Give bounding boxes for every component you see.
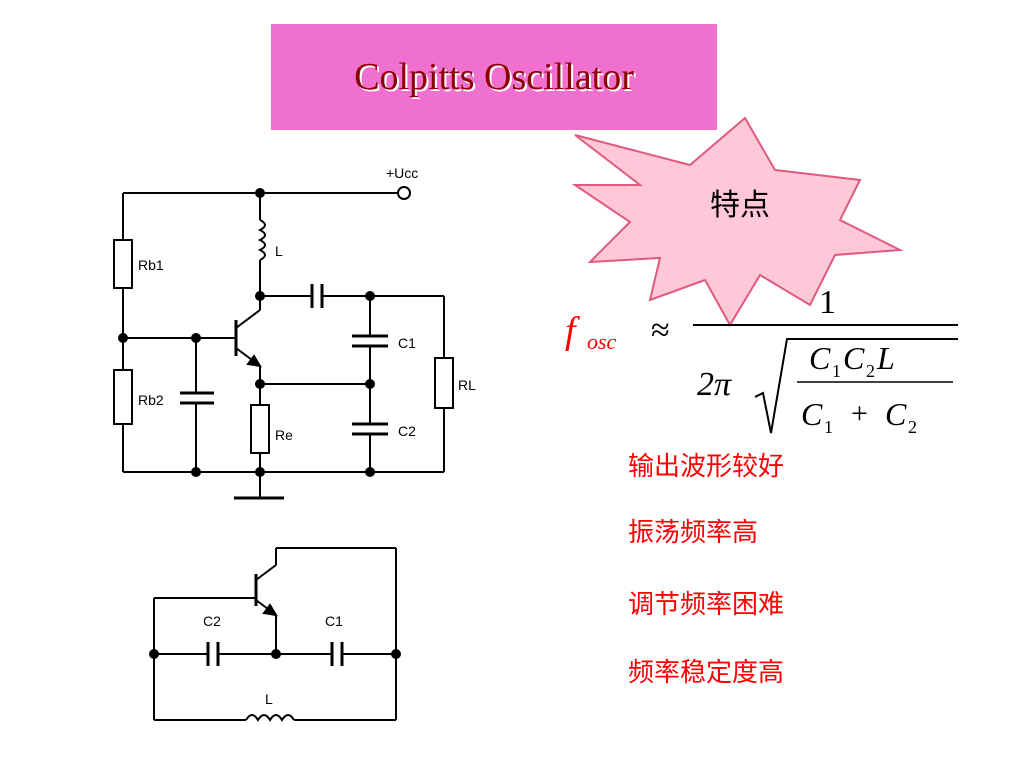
formula-sqrt (754, 338, 958, 434)
c2-label: C2 (398, 423, 416, 439)
re-resistor (250, 404, 270, 454)
formula-num-l: L (876, 340, 895, 376)
ac-l-inductor (245, 714, 295, 722)
formula-den-c1-sub: 1 (824, 417, 833, 437)
ac-l-label: L (265, 691, 273, 707)
re-label: Re (275, 427, 293, 443)
l-label: L (275, 243, 283, 259)
formula-two-pi: 2π (697, 366, 732, 403)
feature-burst: 特点 (571, 116, 904, 327)
ac-equivalent-circuit (153, 547, 397, 722)
formula-f: f (565, 310, 580, 352)
ac-circuit-junctions (149, 649, 401, 659)
rb1-resistor (113, 239, 133, 289)
main-circuit (113, 186, 454, 500)
c1-label: C1 (398, 335, 416, 351)
feature-item-1: 输出波形较好 (628, 452, 785, 482)
formula-plus: + (851, 397, 868, 430)
formula-den-c2-sub: 2 (908, 417, 917, 437)
burst-shape (571, 116, 904, 327)
formula-den-c2: C (885, 396, 907, 432)
feature-item-2: 振荡频率高 (628, 518, 759, 548)
feature-item-4: 频率稳定度高 (628, 658, 785, 688)
rl-label: RL (458, 377, 476, 393)
slide-title: Colpitts Oscillator (354, 56, 634, 98)
formula-num-c2: C (843, 340, 865, 376)
rb2-resistor (113, 369, 133, 425)
title-banner: Colpitts Oscillator (271, 24, 717, 130)
formula-num-c1: C (809, 340, 831, 376)
supply-terminal (397, 186, 411, 200)
rb1-label: Rb1 (138, 257, 164, 273)
supply-label: +Ucc (386, 165, 418, 181)
formula-osc: osc (587, 329, 617, 354)
main-circuit-junctions (118, 188, 375, 477)
rb2-label: Rb2 (138, 392, 164, 408)
rl-resistor (434, 357, 454, 409)
ac-c1-label: C1 (325, 613, 343, 629)
formula-approx: ≈ (651, 312, 670, 349)
formula-den-c1: C (801, 396, 823, 432)
l-inductor (257, 219, 266, 261)
formula-numerator: 1 (819, 285, 836, 321)
frequency-formula: f osc ≈ 1 2π C 1 C 2 L C 1 + C 2 (565, 285, 958, 437)
feature-item-3: 调节频率困难 (628, 590, 785, 620)
ac-c2-label: C2 (203, 613, 221, 629)
formula-num-c2-sub: 2 (866, 361, 875, 381)
burst-label: 特点 (710, 188, 770, 223)
formula-num-c1-sub: 1 (832, 361, 841, 381)
